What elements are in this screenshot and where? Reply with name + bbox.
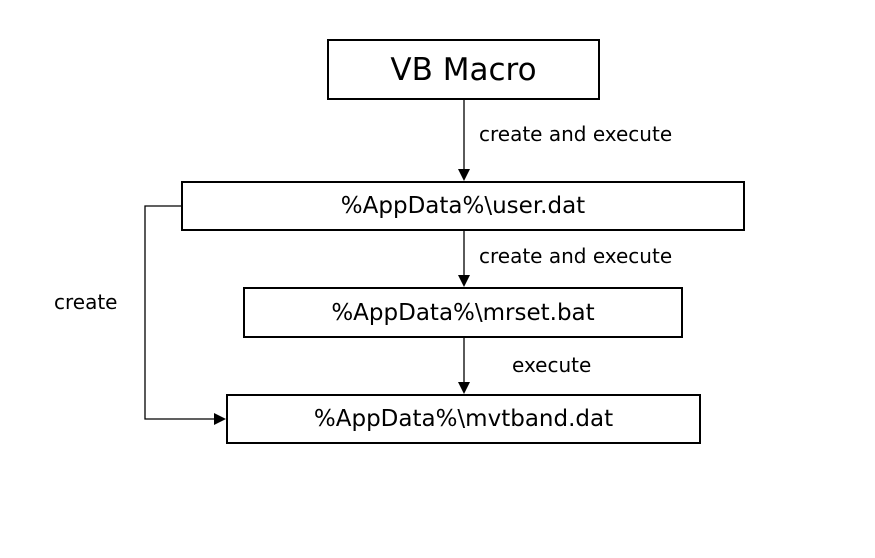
mvtband-dat-box: %AppData%\mvtband.dat [226,394,701,444]
edge-label-macro-to-user: create and execute [479,122,673,146]
arrow-mrset-to-mvtband [458,338,470,394]
edge-label-user-to-mvtband: create [54,290,118,314]
arrow-macro-to-user [458,100,470,181]
edge-label-mrset-to-mvtband: execute [512,353,592,377]
user-dat-label: %AppData%\user.dat [340,193,586,219]
mvtband-dat-label: %AppData%\mvtband.dat [313,406,614,432]
mrset-bat-box: %AppData%\mrset.bat [243,287,683,338]
mrset-bat-label: %AppData%\mrset.bat [331,299,595,326]
vb-macro-box: VB Macro [327,39,600,100]
user-dat-box: %AppData%\user.dat [181,181,745,231]
edge-label-user-to-mrset: create and execute [479,244,673,268]
vb-macro-label: VB Macro [390,51,537,88]
arrow-user-to-mvtband [144,205,226,425]
arrow-user-to-mrset [458,231,470,287]
